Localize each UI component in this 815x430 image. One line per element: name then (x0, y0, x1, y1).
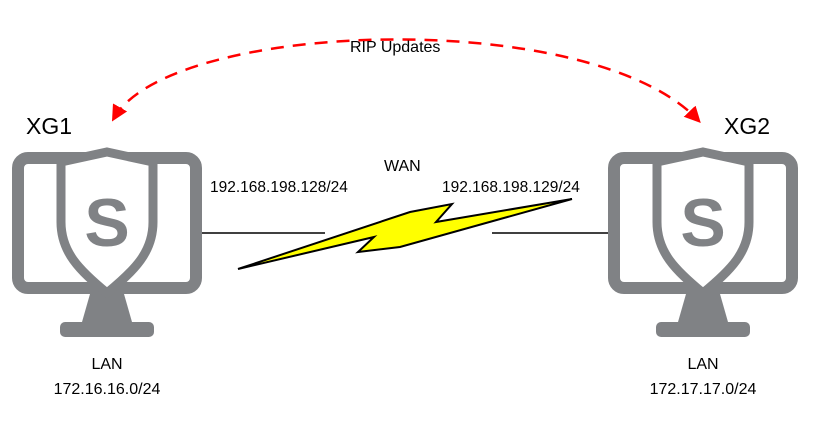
rip-updates-label: RIP Updates (350, 39, 441, 56)
lan-subnet-xg2: 172.17.17.0/24 (649, 381, 757, 398)
wan-ip-xg1: 192.168.198.128/24 (210, 179, 348, 196)
firewall-icon-xg1 (18, 152, 196, 337)
lan-label-xg2: LAN (687, 356, 719, 373)
device-name-xg1: XG1 (26, 113, 73, 139)
firewall-icon-xg2 (614, 152, 792, 337)
curved-dashed-double-arrow-icon (111, 38, 701, 123)
lan-subnet-xg1: 172.16.16.0/24 (53, 381, 161, 398)
device-name-xg2: XG2 (724, 113, 771, 139)
wan-label: WAN (384, 158, 421, 175)
lightning-bolt-icon (237, 198, 573, 270)
wan-ip-xg2: 192.168.198.129/24 (442, 179, 580, 196)
lan-label-xg1: LAN (91, 356, 123, 373)
